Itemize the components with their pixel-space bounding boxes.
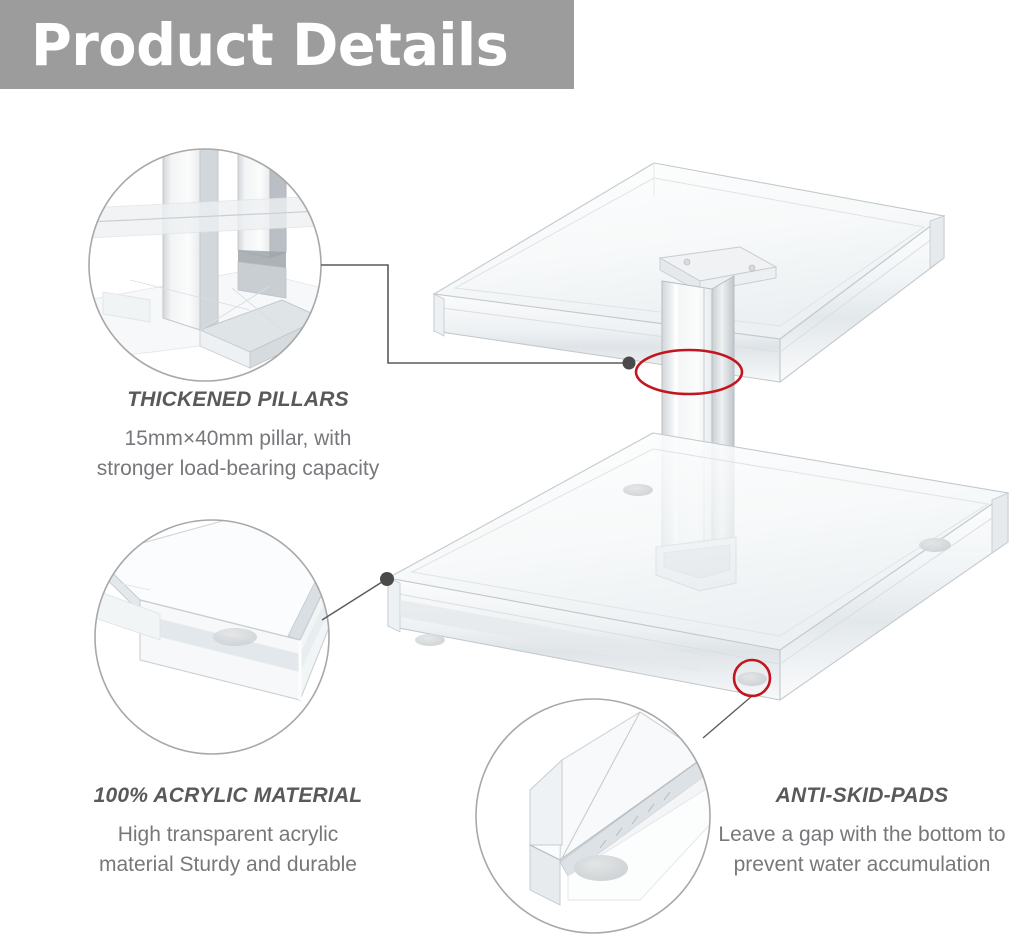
callout-body-anti-skid-pads: Leave a gap with the bottom to prevent w…: [700, 820, 1024, 880]
callout-circle-anti-skid-pads: [475, 698, 711, 934]
callout-caption-anti-skid-pads: ANTI-SKID-PADS Leave a gap with the bott…: [700, 784, 1024, 880]
anti-skid-pad-magnified: [574, 855, 628, 881]
callout-caption-thickened-pillars: THICKENED PILLARS 15mm×40mm pillar, with…: [28, 388, 448, 484]
callout-caption-acrylic-material: 100% ACRYLIC MATERIAL High transparent a…: [18, 784, 438, 880]
connector-endpoint-dot: [380, 572, 394, 586]
callout-title-anti-skid-pads: ANTI-SKID-PADS: [775, 784, 949, 807]
callout-body-line-2: stronger load-bearing capacity: [96, 456, 380, 480]
callout-body-line-2: prevent water accumulation: [733, 852, 991, 876]
connector-endpoint-dot: [622, 356, 636, 370]
header-banner: Product Details: [0, 0, 574, 89]
connector-thickened-pillars: [321, 264, 636, 370]
callout-body-thickened-pillars: 15mm×40mm pillar, with stronger load-bea…: [28, 424, 448, 484]
anti-skid-pads: [415, 484, 951, 686]
lower-acrylic-tray: [386, 432, 1010, 702]
callout-title-acrylic-material: 100% ACRYLIC MATERIAL: [93, 784, 363, 807]
highlight-circle-anti-skid-pad: [732, 658, 772, 698]
connector-anti-skid-pads: [702, 695, 753, 739]
page-title: Product Details: [31, 10, 509, 79]
callout-body-acrylic-material: High transparent acrylic material Sturdy…: [18, 820, 438, 880]
callout-body-line-1: Leave a gap with the bottom to: [718, 823, 1006, 846]
connector-acrylic-material: [321, 572, 394, 621]
callout-body-line-1: 15mm×40mm pillar, with: [124, 427, 352, 450]
callout-title-thickened-pillars: THICKENED PILLARS: [127, 388, 349, 411]
callout-circle-acrylic-material: [94, 519, 330, 755]
callout-body-line-2: material Sturdy and durable: [99, 852, 357, 876]
callout-body-line-1: High transparent acrylic: [117, 823, 339, 846]
highlight-ellipse-pillar: [634, 348, 744, 396]
callout-circle-thickened-pillars: [88, 148, 322, 382]
